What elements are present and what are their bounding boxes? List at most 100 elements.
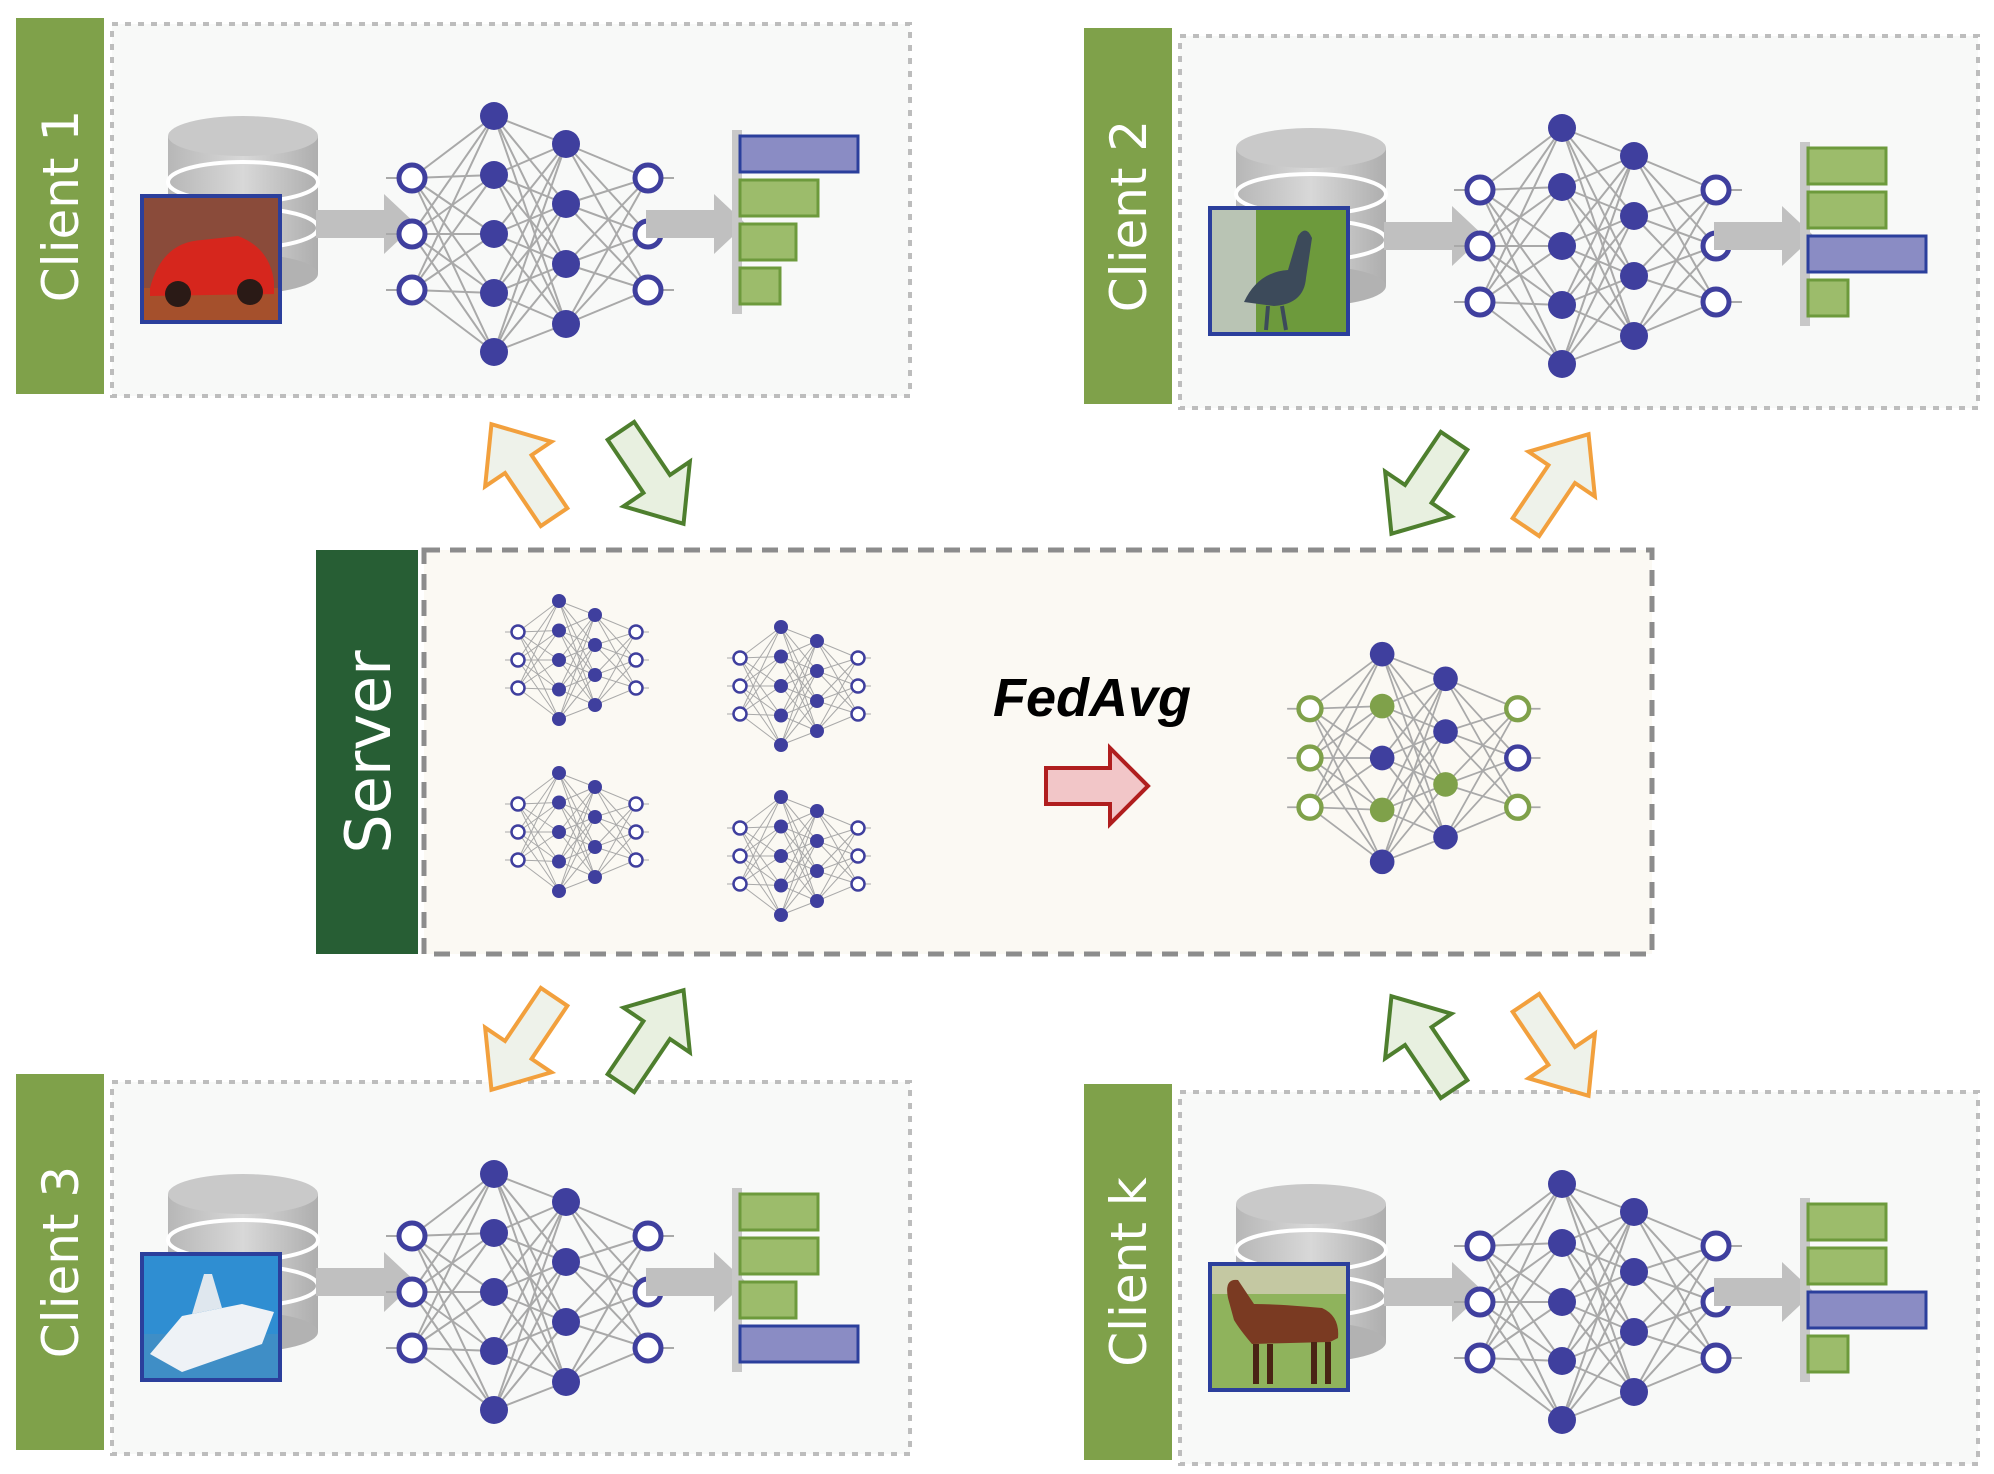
neural-network-icon <box>1287 641 1541 875</box>
hidden-neuron <box>1548 291 1576 319</box>
network-edge <box>565 1201 649 1293</box>
download-arrow-icon <box>604 987 693 1095</box>
input-neuron <box>510 824 526 840</box>
input-neuron <box>510 624 526 640</box>
network-edge <box>411 233 495 294</box>
hidden-neuron <box>1369 693 1395 719</box>
output-bar <box>1806 1246 1888 1286</box>
hidden-neuron <box>1433 719 1458 744</box>
network-edge <box>1479 1245 1563 1421</box>
network-edge <box>411 1235 495 1293</box>
database-top <box>168 116 318 156</box>
upload-arrow-icon <box>1509 991 1598 1099</box>
network-edge <box>1444 678 1519 808</box>
hidden-neuron <box>588 780 602 794</box>
network-edge <box>739 685 782 746</box>
hidden-neuron <box>1369 641 1395 667</box>
network-edge <box>1444 678 1519 759</box>
network-edge <box>1309 757 1383 809</box>
network-edge <box>517 659 560 720</box>
network-edge <box>1444 730 1519 808</box>
boat-cabin <box>192 1274 222 1314</box>
hidden-neuron <box>1620 142 1648 170</box>
hidden-neuron <box>552 250 580 278</box>
output-bars-icon <box>732 130 860 314</box>
input-neuron <box>850 820 866 836</box>
network-edge <box>411 177 495 235</box>
network-edge <box>1479 1357 1563 1421</box>
network-edge <box>1479 1183 1563 1359</box>
input-neuron <box>1464 1286 1496 1318</box>
input-neuron <box>1296 793 1324 821</box>
network-edge <box>780 670 818 746</box>
client-panel: Client 3 <box>16 1074 912 1456</box>
input-neuron <box>510 680 526 696</box>
network-edge <box>411 1347 495 1411</box>
hidden-neuron <box>1548 232 1576 260</box>
output-bar <box>738 1280 798 1320</box>
server-panel: Server FedAvg <box>316 547 1655 957</box>
hidden-neuron <box>1620 1378 1648 1406</box>
network-edge <box>558 674 596 720</box>
input-neuron <box>632 1332 664 1364</box>
horse-body <box>1227 1279 1339 1344</box>
hidden-neuron <box>1620 1318 1648 1346</box>
input-neuron <box>732 848 748 864</box>
output-bar <box>738 266 782 306</box>
hidden-neuron <box>810 894 824 908</box>
network-edge <box>1479 1183 1563 1303</box>
network-edge <box>816 640 859 715</box>
network-edge <box>1633 155 1717 247</box>
network-edge <box>558 816 596 892</box>
input-neuron <box>1464 230 1496 262</box>
hidden-neuron <box>1620 1258 1648 1286</box>
output-bar <box>738 1192 820 1232</box>
network-edge <box>565 203 649 291</box>
network-edge <box>594 644 637 689</box>
network-edge <box>1479 301 1563 365</box>
hidden-neuron <box>1620 322 1648 350</box>
hidden-neuron <box>480 1219 508 1247</box>
network-edge <box>517 802 560 861</box>
network-edge <box>517 631 560 690</box>
hidden-neuron <box>480 1278 508 1306</box>
bird-photo <box>1208 206 1350 336</box>
network-edge <box>816 685 859 732</box>
output-bar <box>1806 1202 1888 1242</box>
client-panel: Client 1 <box>16 18 912 398</box>
network-edge <box>739 657 782 746</box>
hidden-neuron <box>1548 173 1576 201</box>
hidden-neuron <box>774 819 788 834</box>
input-neuron <box>1700 286 1732 318</box>
network-edge <box>558 614 596 661</box>
server-label: Server <box>332 650 405 854</box>
network-edge <box>816 827 859 902</box>
network-edge <box>1479 127 1563 247</box>
hidden-neuron <box>774 708 788 723</box>
network-edge <box>739 626 782 659</box>
hidden-neuron <box>810 694 824 708</box>
network-edge <box>411 233 495 353</box>
network-edge <box>517 772 560 805</box>
network-edge <box>517 772 560 833</box>
bird-body <box>1244 230 1312 306</box>
network-edge <box>594 831 637 878</box>
car-wheel <box>237 279 263 305</box>
network-edge <box>594 803 637 848</box>
hidden-neuron <box>1548 114 1576 142</box>
input-neuron <box>510 796 526 812</box>
network-edge <box>517 859 560 892</box>
network-edge <box>411 233 495 291</box>
network-edge <box>1633 155 1717 303</box>
network-edge <box>1633 1245 1717 1333</box>
neural-network-icon <box>386 102 674 366</box>
network-edge <box>411 1235 495 1411</box>
input-neuron <box>396 1276 428 1308</box>
flow-arrow-icon <box>1714 1262 1814 1322</box>
database-top <box>1236 1184 1386 1224</box>
network-edge <box>739 796 782 885</box>
network-edge <box>594 631 637 706</box>
output-bar <box>738 1236 820 1276</box>
database-top <box>1236 128 1386 168</box>
network-edge <box>1561 1271 1635 1421</box>
